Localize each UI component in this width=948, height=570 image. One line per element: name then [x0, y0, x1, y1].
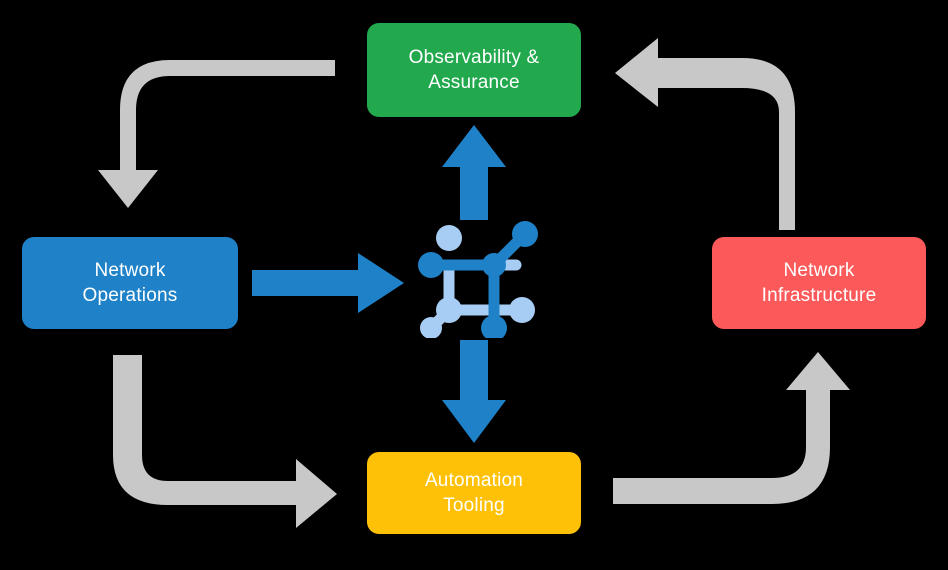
box-automation-label: Automation Tooling — [424, 469, 524, 516]
arrow-observability-to-operations — [98, 60, 335, 208]
box-infrastructure-label: Network Infrastructure — [761, 259, 877, 306]
network-topology-icon — [418, 221, 538, 338]
box-operations-label: Network Operations — [82, 259, 178, 306]
arrow-center-to-automation — [442, 340, 506, 443]
box-network-infrastructure[interactable]: Network Infrastructure — [712, 237, 926, 329]
arrow-infrastructure-to-observability — [615, 38, 795, 230]
arrow-center-to-observability — [442, 125, 506, 220]
box-observability-label: Observability & Assurance — [408, 46, 540, 93]
arrow-operations-to-automation — [113, 355, 337, 528]
box-network-operations[interactable]: Network Operations — [22, 237, 238, 329]
box-observability-assurance[interactable]: Observability & Assurance — [367, 23, 581, 117]
arrow-operations-to-center — [252, 253, 404, 313]
box-automation-tooling[interactable]: Automation Tooling — [367, 452, 581, 534]
arrow-automation-to-infrastructure — [613, 352, 850, 504]
